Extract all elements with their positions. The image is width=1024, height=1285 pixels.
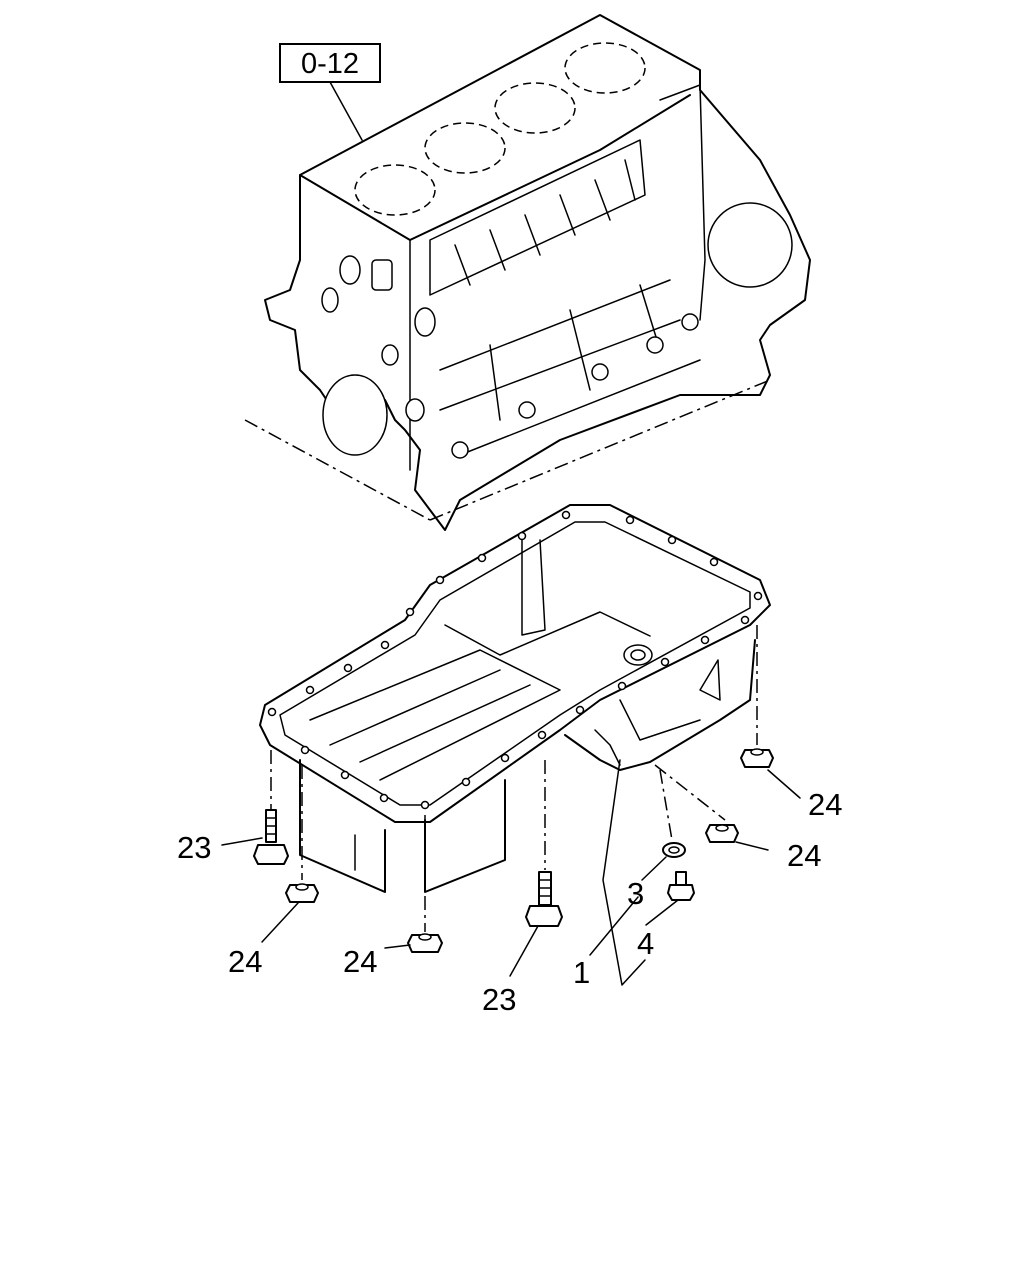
callout-24-left-b: 24: [343, 944, 377, 979]
oil-pan: [259, 504, 771, 893]
washer-3: [662, 842, 686, 858]
bolt-23-center: [525, 871, 563, 927]
callout-3: 3: [627, 876, 644, 911]
nut-24-right-top: [740, 748, 774, 768]
drain-plug-4: [667, 871, 695, 901]
nut-24-left-b: [407, 933, 443, 953]
leader-lines: [221, 759, 801, 986]
callout-23-center: 23: [482, 982, 516, 1017]
bolt-23-left: [253, 809, 289, 865]
fasteners: [253, 625, 774, 953]
nut-24-left-a: [285, 883, 319, 903]
nut-24-right-mid: [705, 824, 739, 843]
callout-24-left-a: 24: [228, 944, 262, 979]
reference-label: 0-12: [301, 48, 359, 80]
callout-1: 1: [573, 955, 590, 990]
callout-24-right-top: 24: [808, 787, 842, 822]
callout-24-right-mid: 24: [787, 838, 821, 873]
callout-23-left: 23: [177, 830, 211, 865]
callouts: 23 23 24 24 24 24 3 4 1: [177, 787, 842, 1017]
cylinder-block: [244, 14, 811, 531]
reference-box: 0-12: [279, 43, 381, 141]
callout-4: 4: [637, 926, 654, 961]
